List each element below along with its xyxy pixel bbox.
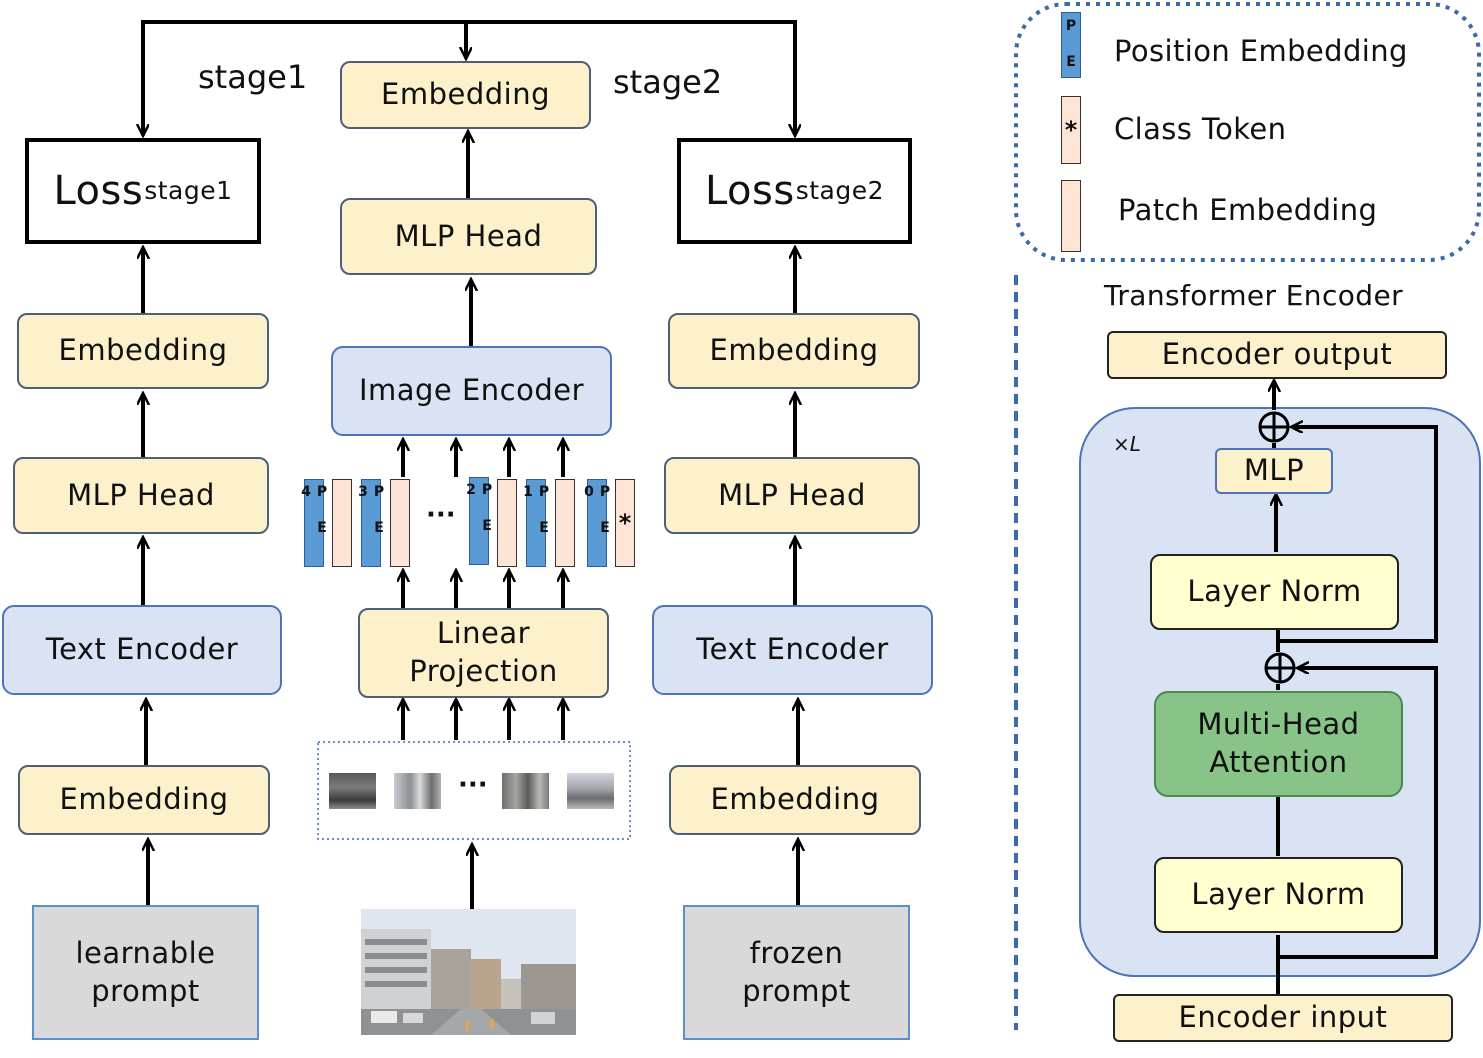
pe-token-4: P E 4 [298,479,330,567]
patches-frame [317,741,631,840]
transformer-mlp: MLP [1215,448,1333,494]
loss-label: Loss [53,168,144,214]
repeat-label: ×L [1113,432,1141,456]
image-patch [567,773,614,809]
legend-patch-embedding-icon [1061,180,1081,252]
left-text-encoder: Text Encoder [2,605,282,695]
legend-class-token: Class Token [1114,112,1287,146]
legend-patch-embedding: Patch Embedding [1118,193,1378,227]
image-patch [502,773,549,809]
class-token-symbol: * [618,509,632,537]
pe-token-2: P E 2 [463,477,495,565]
right-embedding-bottom: Embedding [669,765,921,835]
stage2-label: stage2 [613,63,723,101]
multi-head-attention: Multi-Head Attention [1154,691,1403,797]
left-mlp-head: MLP Head [13,457,269,534]
left-embedding-bottom: Embedding [18,765,270,835]
encoder-output: Encoder output [1107,331,1447,379]
street-photo [361,909,576,1035]
legend-pe-icon: P E [1061,12,1081,78]
loss-label: Loss [704,168,795,214]
center-mlp-head: MLP Head [340,198,597,275]
patch-token [497,479,517,567]
legend-pe-glyph: P E [1063,18,1079,72]
right-text-encoder: Text Encoder [652,605,933,695]
patch-token [555,479,575,567]
legend-class-token-icon: * [1061,96,1081,164]
legend-border [1014,2,1481,262]
loss-subscript: stage1 [144,175,233,205]
patch-ellipsis: ··· [458,770,488,800]
layer-norm-top: Layer Norm [1150,554,1399,630]
pe-token-0: P E 0 [581,479,613,567]
left-embedding-top: Embedding [17,313,269,389]
pe-token-label: P E 2 [463,482,495,536]
image-encoder: Image Encoder [331,346,612,436]
pe-token-3: P E 3 [355,479,387,567]
loss-subscript: stage2 [795,175,885,205]
legend-position-embedding: Position Embedding [1114,34,1408,68]
image-patch [329,773,376,809]
pe-token-label: P E 0 [581,484,613,538]
image-patch [394,773,441,809]
stage1-label: stage1 [198,58,308,96]
class-token: * [615,479,635,567]
learnable-prompt-box: learnable prompt [32,905,259,1040]
layer-norm-bottom: Layer Norm [1154,857,1403,933]
right-mlp-head: MLP Head [664,457,920,534]
transformer-title: Transformer Encoder [1104,279,1403,312]
pe-token-label: P E 1 [520,484,552,538]
patch-token [332,479,352,567]
encoder-input: Encoder input [1113,994,1453,1042]
pe-token-label: P E 4 [298,484,330,538]
patch-token [390,479,410,567]
legend-class-token-symbol: * [1064,116,1078,144]
pe-token-1: P E 1 [520,479,552,567]
token-ellipsis: ··· [426,500,456,530]
pe-token-label: P E 3 [355,484,387,538]
center-embedding: Embedding [340,61,591,129]
linear-projection: Linear Projection [358,608,609,698]
frozen-prompt-box: frozen prompt [683,905,910,1040]
right-embedding-top: Embedding [668,313,920,389]
